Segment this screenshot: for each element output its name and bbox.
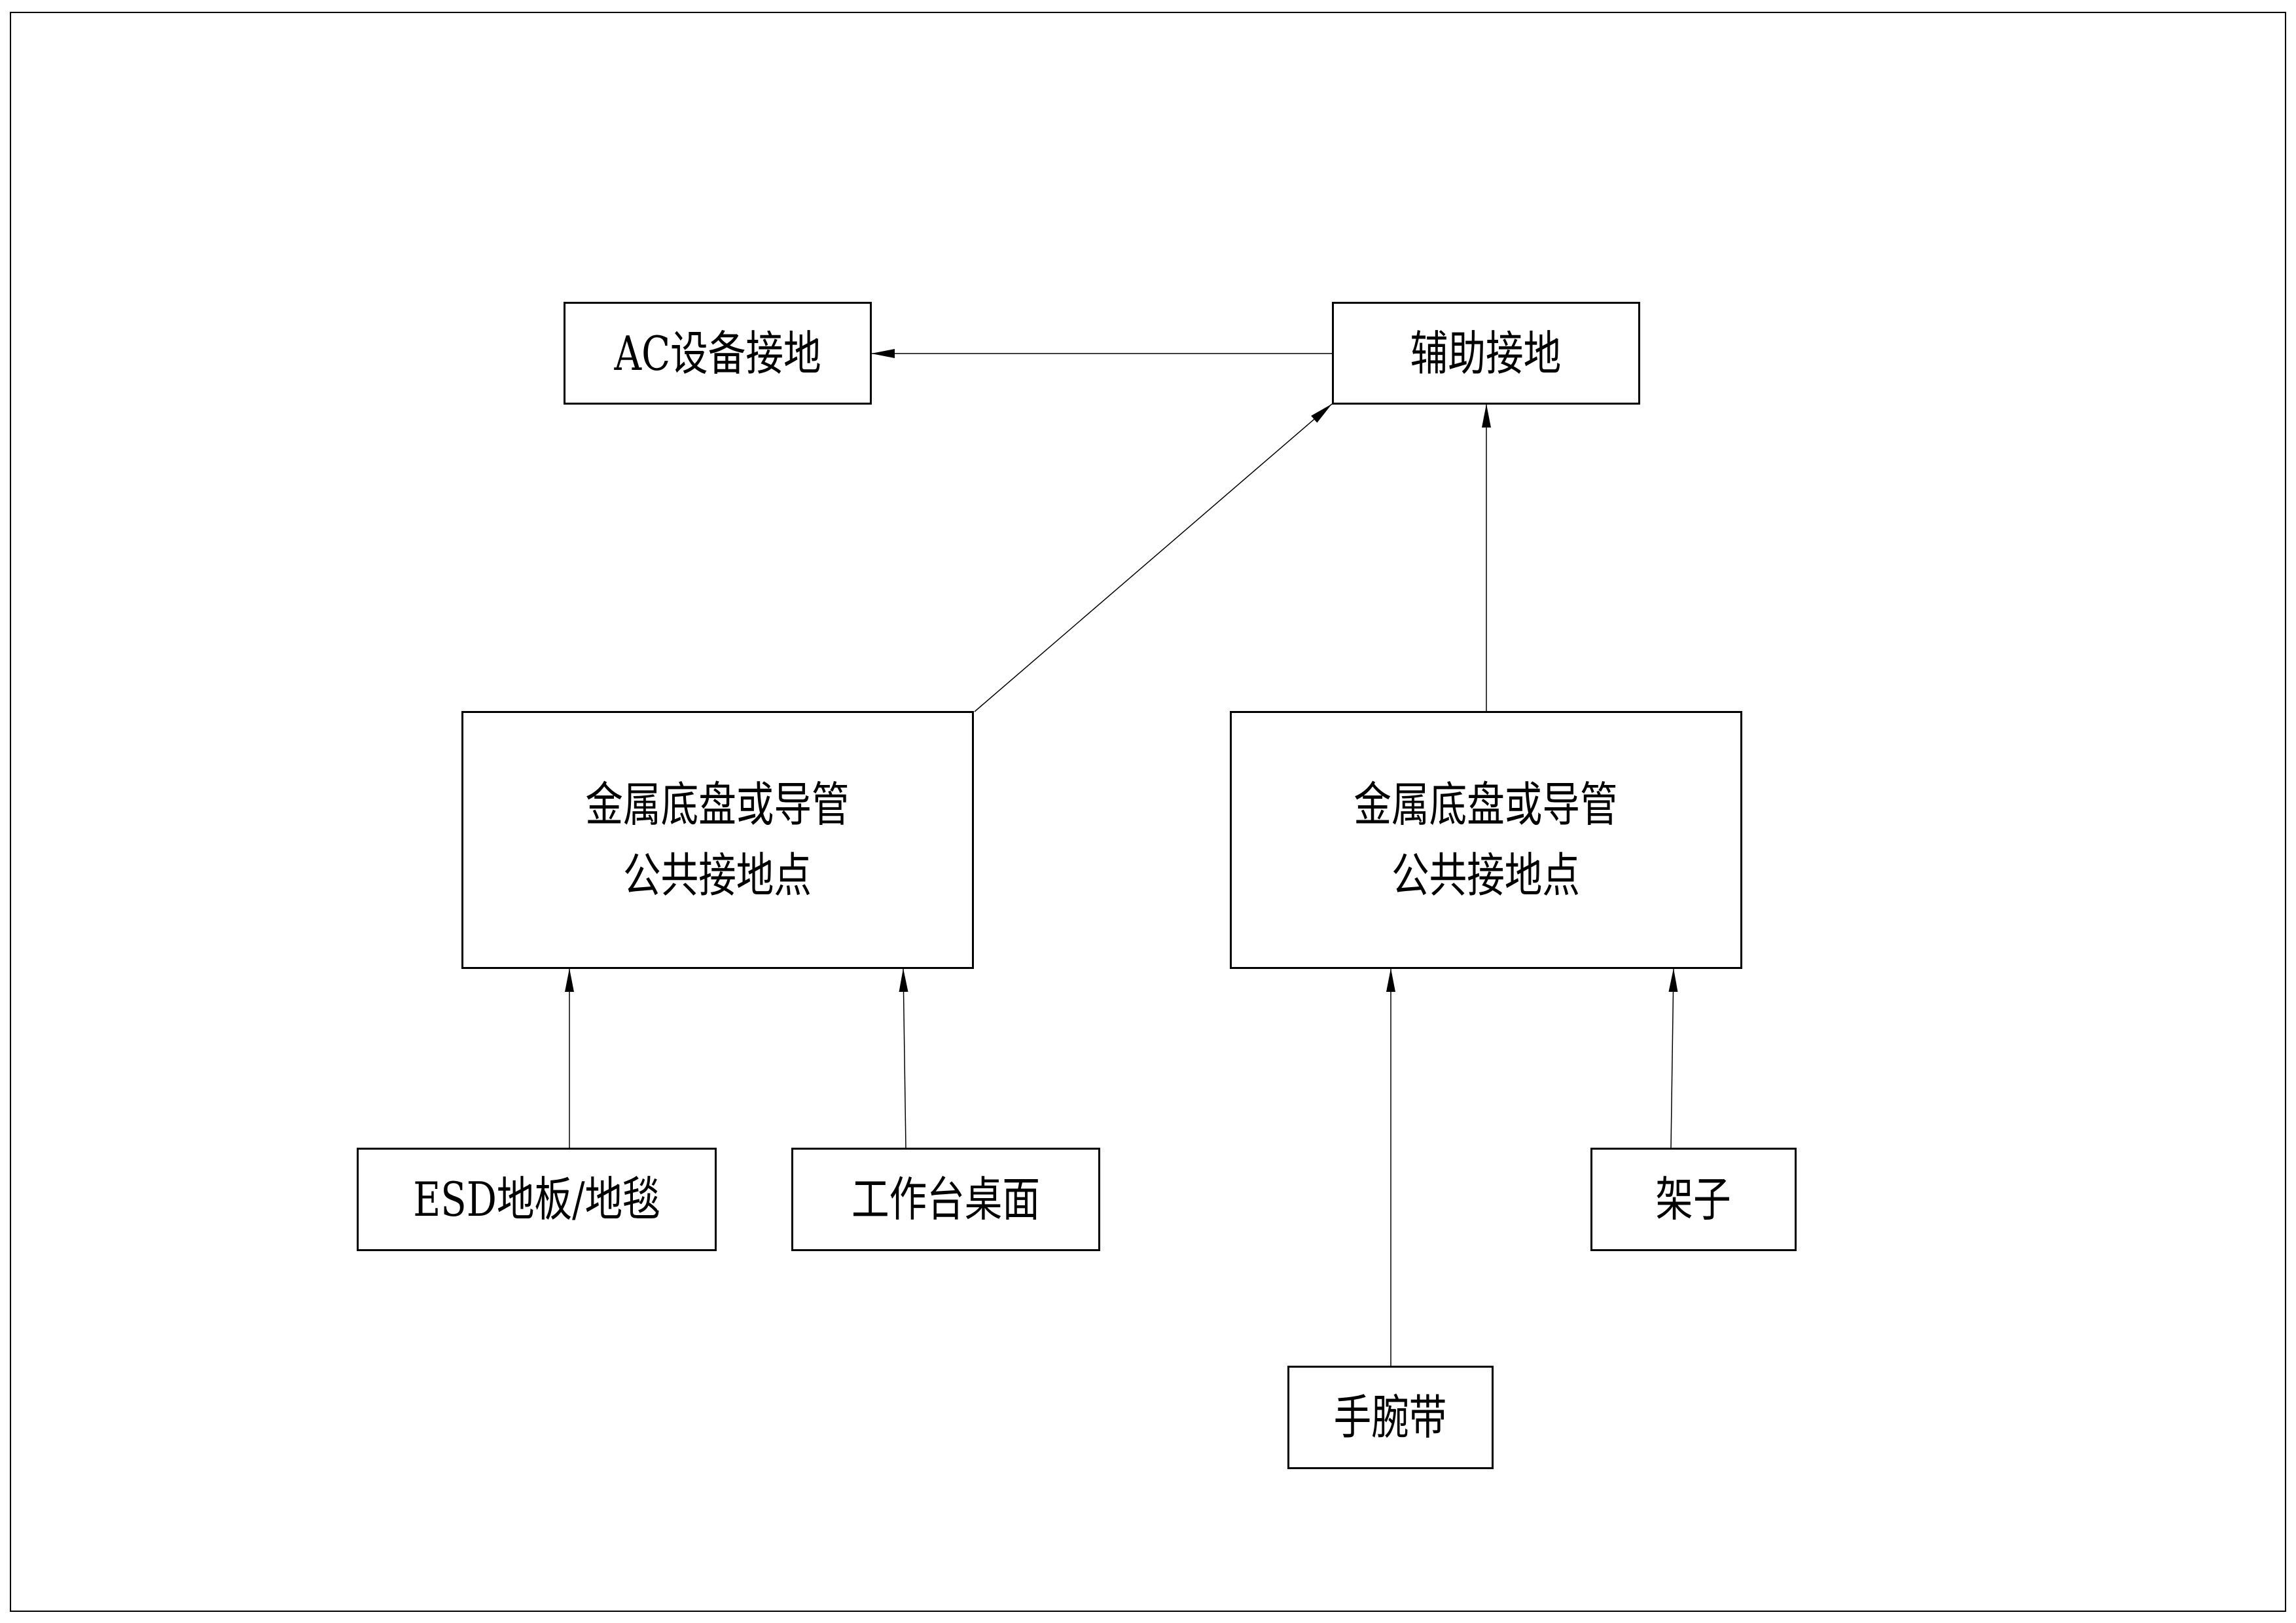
drawing-frame bbox=[10, 12, 2286, 1612]
node-workbench-surface-label: 工作台桌面 bbox=[851, 1172, 1040, 1227]
node-wrist-strap: 手腕带 bbox=[1287, 1366, 1494, 1469]
node-chassis-left: 金属底盘或导管 公共接地点 bbox=[461, 711, 974, 969]
node-chassis-right-line1: 金属底盘或导管 bbox=[1354, 777, 1619, 832]
node-wrist-strap-label: 手腕带 bbox=[1334, 1390, 1447, 1445]
node-shelf-label: 架子 bbox=[1655, 1172, 1732, 1227]
node-chassis-left-line2: 公共接地点 bbox=[623, 848, 812, 903]
node-chassis-right: 金属底盘或导管 公共接地点 bbox=[1230, 711, 1742, 969]
node-ac-equipment-ground: AC设备接地 bbox=[564, 302, 872, 405]
edge-shelf-to-chassis-right bbox=[1668, 968, 1678, 1149]
node-chassis-right-line2: 公共接地点 bbox=[1391, 848, 1581, 903]
node-chassis-left-line1: 金属底盘或导管 bbox=[585, 777, 850, 832]
node-ac-equipment-ground-label: AC设备接地 bbox=[614, 325, 821, 381]
node-workbench-surface: 工作台桌面 bbox=[791, 1148, 1100, 1251]
edge-workbench-to-chassis-left bbox=[899, 968, 908, 1149]
node-shelf: 架子 bbox=[1590, 1148, 1797, 1251]
edge-chassis-left-to-aux bbox=[974, 403, 1333, 712]
node-auxiliary-ground: 辅助接地 bbox=[1332, 302, 1640, 405]
node-esd-floor-mat-label: ESD地板/地毯 bbox=[413, 1172, 660, 1227]
node-esd-floor-mat: ESD地板/地毯 bbox=[357, 1148, 717, 1251]
node-auxiliary-ground-label: 辅助接地 bbox=[1410, 325, 1562, 381]
